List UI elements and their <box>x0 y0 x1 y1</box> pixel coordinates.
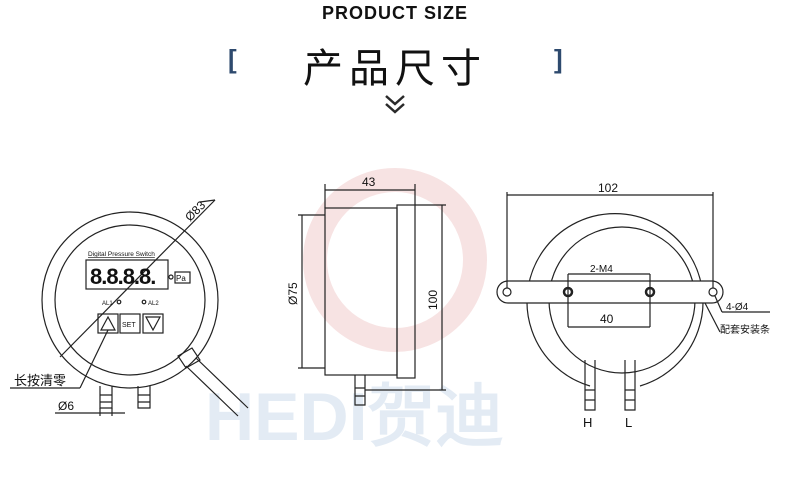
front-view <box>10 199 249 417</box>
dim-height: 100 <box>426 290 440 310</box>
bracket-label: 配套安装条 <box>720 323 770 336</box>
al2-label: AL2 <box>148 301 159 307</box>
display-digits: 8.8.8.8. <box>90 264 155 289</box>
holes-label: 2-M4 <box>590 264 613 275</box>
callout-zero-reset: 长按清零 <box>14 373 66 388</box>
unit-label: Pa <box>176 274 186 283</box>
dim-width: 102 <box>598 181 618 195</box>
watermark-logo <box>303 168 487 352</box>
al1-label: AL1 <box>102 301 113 307</box>
display-title: Digital Pressure Switch <box>88 251 155 258</box>
dim-port-6: Ø6 <box>58 399 74 413</box>
set-button: SET <box>122 322 136 329</box>
dim-diameter-75: Ø75 <box>286 282 300 305</box>
hole-spacing: 40 <box>600 312 614 326</box>
side-view <box>298 184 446 406</box>
bracket-left: [ <box>228 44 237 74</box>
mount-holes-label: 4-Ø4 <box>726 302 749 313</box>
port-low-label: L <box>625 415 632 430</box>
port-high-label: H <box>583 415 592 430</box>
double-chevron-down-icon <box>385 95 405 114</box>
section-title-cn: 产品尺寸 <box>303 46 487 92</box>
watermark: HEDI贺迪 <box>205 379 503 455</box>
dim-depth: 43 <box>362 175 376 189</box>
back-view <box>496 192 770 411</box>
bracket-right: ] <box>554 44 563 74</box>
section-title-en: PRODUCT SIZE <box>321 3 468 23</box>
